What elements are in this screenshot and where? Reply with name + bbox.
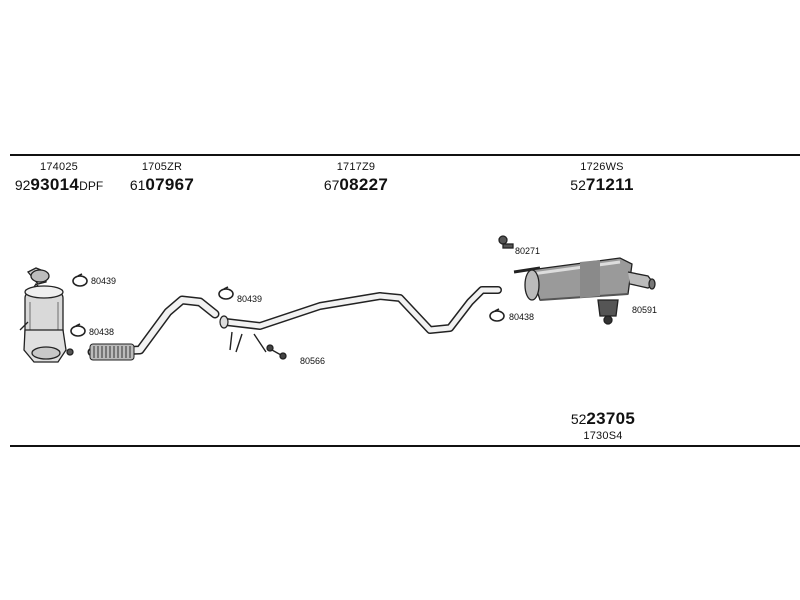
rubber-mount-label: 80591 [632,305,657,315]
clamp-dpf-bottom-label: 80438 [89,327,114,337]
front-pipe[interactable] [87,295,220,361]
rear-silencer[interactable] [513,257,656,301]
clamp-dpf-top-label: 80439 [91,276,116,286]
rubber-mount-icon [597,299,619,325]
bolt-rear-label: 80271 [515,246,540,256]
clamp-dpf-top-icon [72,273,88,287]
hanger-mid-icon [266,344,287,360]
part-front-pipe-oe-number: 1705ZR [141,161,183,173]
part-front-pipe-number: 6107967 [129,175,195,194]
part-middle-pipe-number: 6708227 [323,175,389,194]
part-mounting-kit-number: 5223705 [570,409,636,428]
part-rear-silencer[interactable]: 1726WS 5271211 [562,162,642,194]
part-rear-silencer-number: 5271211 [570,175,634,194]
part-rear-silencer-oe-number: 1726WS [580,161,624,173]
clamp-dpf-bottom-icon [70,323,86,337]
clamp-front-label: 80439 [237,294,262,304]
part-mounting-kit[interactable]: 5223705 1730S4 [558,410,648,442]
top-rule [10,154,800,156]
clamp-rear-label: 80438 [509,312,534,322]
hanger-mid-label: 80566 [300,356,325,366]
bolt-rear-icon [498,235,514,249]
part-middle-pipe[interactable]: 1717Z9 6708227 [316,162,396,194]
part-front-pipe[interactable]: 1705ZR 6107967 [122,162,202,194]
part-middle-pipe-oe-number: 1717Z9 [336,161,376,173]
part-dpf-oe-number: 174025 [40,161,78,173]
bottom-rule [10,445,800,447]
part-mounting-kit-oe-number: 1730S4 [583,430,623,442]
dpf-canister[interactable] [19,267,74,363]
part-dpf-number: 9293014DPF [14,175,104,194]
clamp-front-icon [218,286,234,300]
clamp-rear-icon [489,308,505,322]
part-dpf[interactable]: 174025 9293014DPF [14,162,104,194]
middle-pipe[interactable] [219,286,502,353]
